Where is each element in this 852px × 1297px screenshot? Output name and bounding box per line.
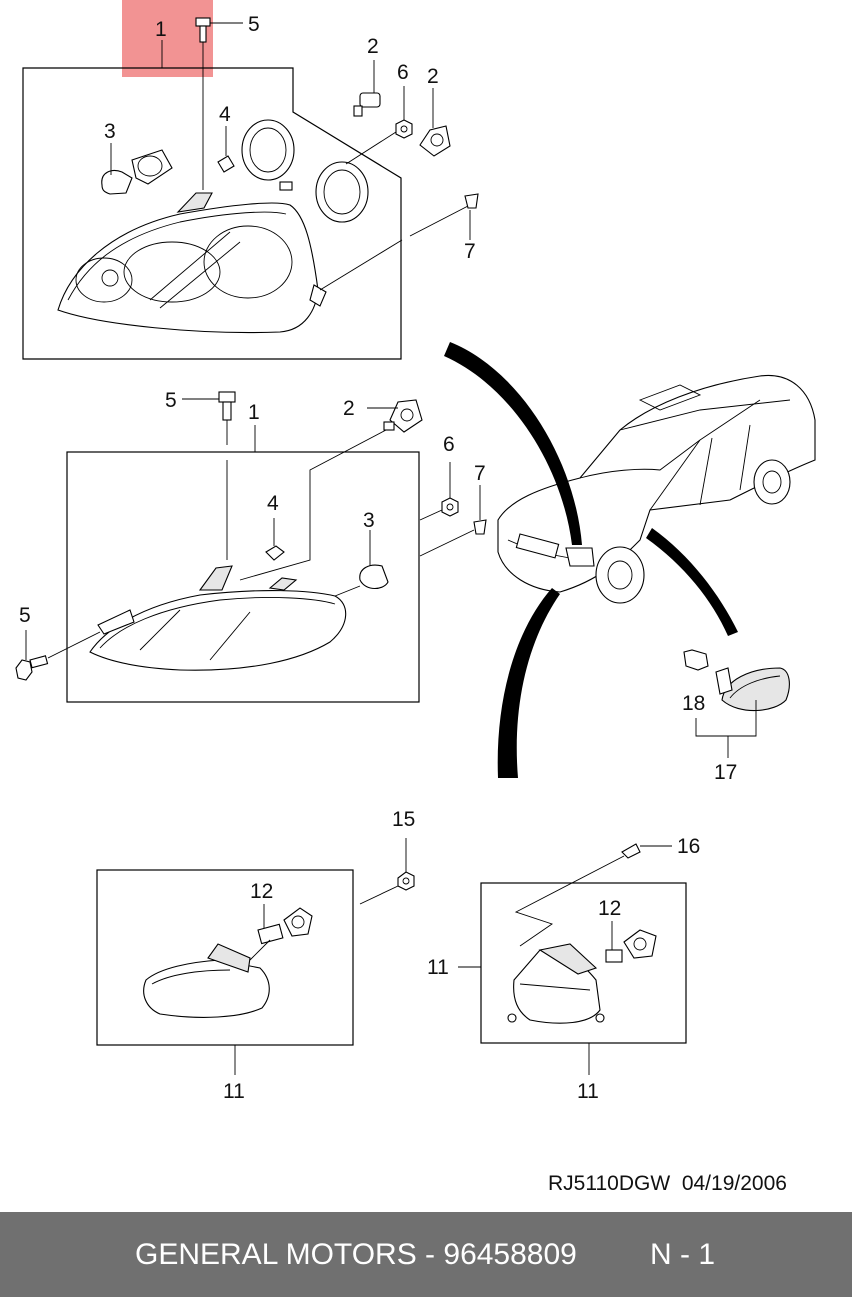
- callout-mid-2: 2: [343, 397, 355, 420]
- callout-fog-12b: 12: [598, 897, 621, 920]
- callout-mid-3: 3: [363, 509, 375, 532]
- callout-top-6: 6: [397, 61, 409, 84]
- fog-screw-16-icon: [621, 843, 641, 859]
- callout-top-2b: 2: [427, 65, 439, 88]
- callout-side-18: 18: [682, 692, 705, 715]
- fog-right-frame: [480, 882, 687, 1044]
- footer-bar: GENERAL MOTORS - 96458809 N - 1: [0, 1212, 852, 1297]
- top-clip-7-icon: [464, 193, 479, 209]
- callout-fog-16: 16: [677, 835, 700, 858]
- callout-fog-11c: 11: [577, 1080, 599, 1103]
- top-headlamp-frame: [22, 67, 402, 360]
- car-illustration: [497, 374, 816, 604]
- pointer-to-top-lamp: [444, 342, 582, 545]
- mid-headlamp-frame: [66, 451, 420, 703]
- side-marker-icon: [683, 649, 790, 712]
- callout-top-1: 1: [155, 18, 167, 41]
- top-socket-icon: [241, 119, 369, 223]
- callout-top-7: 7: [464, 240, 476, 263]
- drawing-code: RJ5110DGW: [548, 1172, 671, 1195]
- drawing-date: 04/19/2006: [681, 1172, 787, 1195]
- callout-fog-11a: 11: [427, 956, 449, 979]
- mid-bulb-2-icon: [383, 399, 423, 433]
- callout-top-4: 4: [219, 103, 231, 126]
- fog-left-frame: [96, 869, 354, 1046]
- callout-fog-15: 15: [392, 808, 415, 831]
- callout-fog-12a: 12: [250, 880, 273, 903]
- mid-nut-6-icon: [441, 497, 459, 517]
- top-nut-6-icon: [395, 119, 413, 139]
- callout-fog-11b: 11: [223, 1080, 245, 1103]
- callout-top-2a: 2: [367, 35, 379, 58]
- top-bulb-2b-icon: [419, 125, 451, 157]
- callout-mid-7: 7: [474, 462, 486, 485]
- top-headlamp-icon: [57, 192, 327, 334]
- callout-mid-5a: 5: [165, 389, 177, 412]
- fog-right-lamp-icon: [507, 943, 605, 1024]
- mid-side-bolt-icon: [15, 655, 49, 681]
- fog-right-bulb-icon: [605, 929, 657, 963]
- mid-bulb-3-icon: [359, 564, 389, 590]
- fog-left-bulb-icon: [257, 907, 313, 945]
- callout-mid-6: 6: [443, 433, 455, 456]
- drawing-reference: RJ5110DGW 04/19/2006: [548, 1172, 787, 1196]
- footer-brand-part: GENERAL MOTORS - 96458809: [135, 1238, 577, 1271]
- top-bolt-icon: [195, 17, 211, 43]
- mid-bulb-4-icon: [265, 545, 285, 561]
- fog-left-lamp-icon: [143, 943, 270, 1018]
- fog-nut-15-icon: [397, 871, 415, 891]
- callout-side-17: 17: [714, 761, 737, 784]
- pointer-to-fog-lamp: [497, 588, 560, 778]
- footer-page: N - 1: [650, 1238, 716, 1271]
- mid-bolt-icon: [218, 391, 236, 421]
- callout-mid-1: 1: [248, 401, 260, 424]
- callout-top-3: 3: [104, 120, 116, 143]
- pointer-to-side-lamp: [646, 528, 738, 636]
- callout-mid-5b: 5: [19, 604, 31, 627]
- item-1-highlight: [122, 0, 213, 77]
- mid-clip-7-icon: [473, 519, 487, 535]
- top-bulb-3-icon: [101, 149, 173, 195]
- top-bulb-4-icon: [217, 155, 235, 173]
- callout-mid-4: 4: [267, 492, 279, 515]
- callout-top-5: 5: [248, 13, 260, 36]
- mid-headlamp-icon: [89, 565, 347, 671]
- top-bulb-2a-icon: [353, 92, 381, 117]
